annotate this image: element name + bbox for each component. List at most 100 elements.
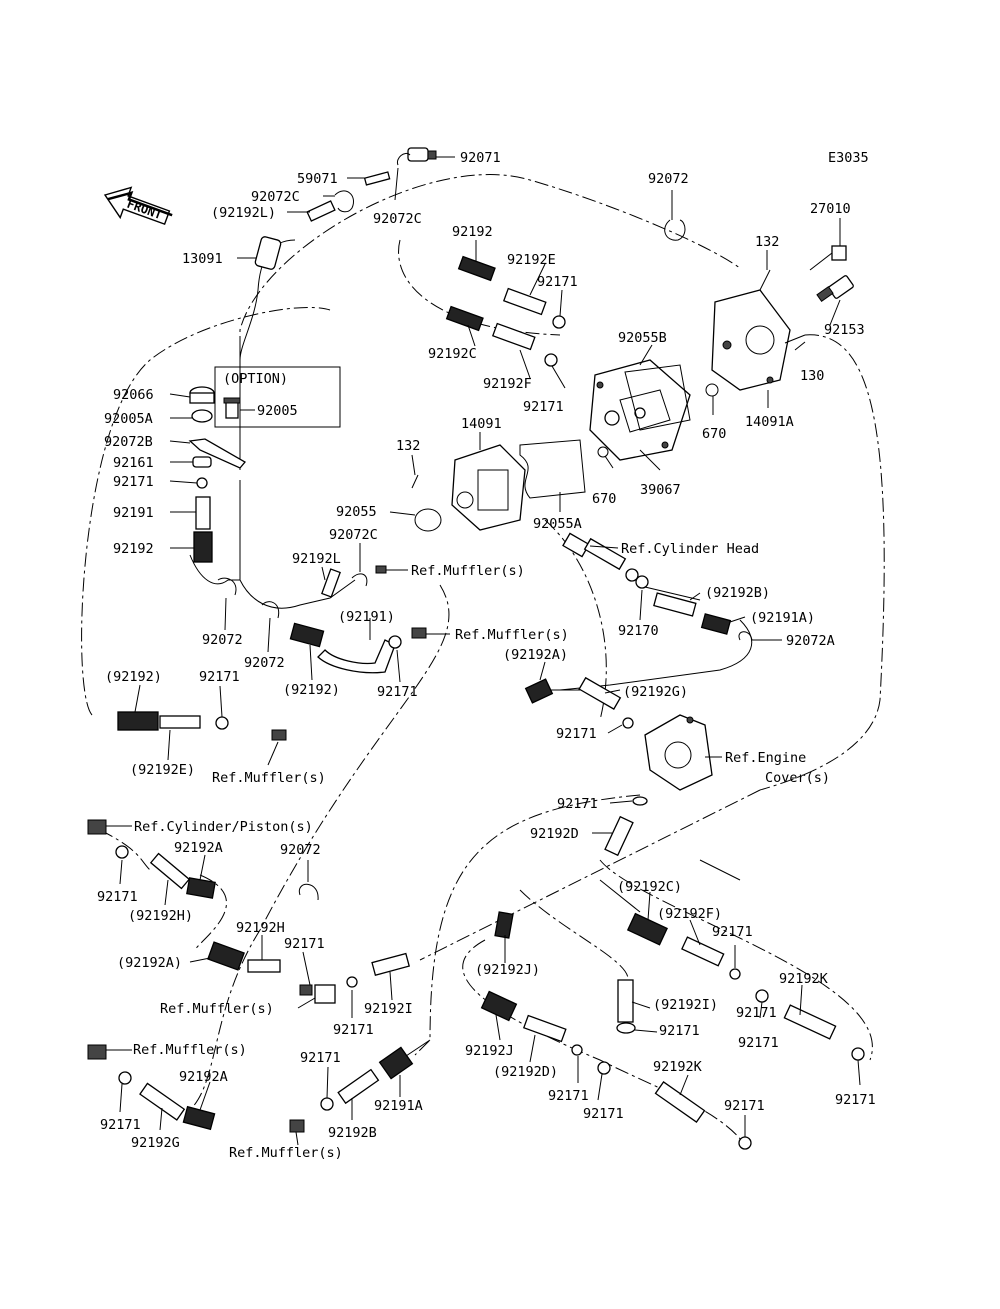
label-92171-p: 92171 [548,1088,589,1104]
label-92192-b: 92192 [113,541,154,557]
plug-92005-icon [223,397,241,419]
clip-92072A-icon [738,631,753,641]
spring-92192A-c-icon [207,941,245,971]
clamp-92171-j-icon [346,976,358,988]
label-92171-l: 92171 [659,1023,700,1039]
clamp-92171-c-icon [196,477,208,489]
label-92192H-b: 92192H [236,920,285,936]
label-92072C: 92072C [251,189,300,205]
pin-59071-icon [363,171,391,186]
label-92192B-b: 92192B [328,1125,377,1141]
clamp-92171-m-icon [755,989,769,1003]
label-ref-muffler-d: Ref.Muffler(s) [160,1001,274,1017]
fitting-muffler-b-icon [411,627,427,639]
hose-92192E-b-icon [159,715,201,729]
hose-92192E-icon [502,287,547,316]
hose-92192I-b-icon [617,979,634,1023]
clamp-92171-k-icon [729,968,741,980]
clamp-92171-f-icon [622,717,634,729]
label-ref-muffler-a: Ref.Muffler(s) [411,563,525,579]
option-label: (OPTION) [223,371,288,387]
hose-lines [189,239,753,1061]
label-92192D-b: (92192D) [493,1064,558,1080]
label-92072-c: 92072 [280,842,321,858]
label-92191A-b: 92191A [374,1098,423,1114]
hose-92192I-icon [371,952,410,976]
label-92055B: 92055B [618,330,667,346]
clamp-92171-n-icon [118,1071,132,1085]
clamp-92171-s-icon [738,1136,752,1150]
label-92171-o: 92171 [300,1050,341,1066]
clip-92072B-icon [188,438,246,469]
label-92192K: 92192K [779,971,829,987]
label-27010: 27010 [810,201,851,217]
spring-92192-lower-icon [117,711,159,731]
cover-14091A-icon [711,289,791,391]
label-92192F: 92192F [483,376,532,392]
fitting-muffler-e-icon [87,1044,107,1060]
spring-92192-left-icon [193,531,213,563]
label-92055A: 92055A [533,516,582,532]
fitting-muffler-a-icon [375,565,387,574]
label-92192I-b: (92192I) [653,997,718,1013]
hose-92192L-icon [306,200,336,222]
fitting-muffler-f-icon [289,1119,305,1133]
hose-92192G-b-icon [139,1082,186,1121]
label-92192A-a: (92192A) [503,647,568,663]
hose-92192D-b-icon [522,1014,567,1043]
clamp-92171-e-icon [215,716,229,730]
hose-92192K-b-icon [654,1081,706,1123]
label-92161: 92161 [113,455,154,471]
label-92171-i: 92171 [284,936,325,952]
label-13091: 13091 [182,251,223,267]
label-92192C-b: (92192C) [617,879,682,895]
label-92192-d: (92192) [105,669,162,685]
label-92192L: (92192L) [211,205,276,221]
clip-92072-top-icon [664,219,686,241]
spring-92191A-b-icon [378,1046,414,1080]
spring-92192A-b-icon [186,877,216,899]
label-92171-j: 92171 [333,1022,374,1038]
label-92192B: (92192B) [705,585,770,601]
clamp-92171-b-icon [544,353,558,367]
spring-92192A-d-icon [182,1105,216,1131]
tee-fitting-icon [299,984,313,996]
engine-cover-icon [644,714,713,791]
label-92170: 92170 [618,623,659,639]
label-92192D: 92192D [530,826,579,842]
washer-92005A-icon [191,409,213,423]
hose-92191-icon [195,496,211,530]
label-92192K-b: 92192K [653,1059,703,1075]
oring-92055-icon [414,508,442,532]
label-670-a: 670 [702,426,726,442]
clip-92072C-c-icon [351,573,368,587]
gasket-92055B-icon [624,364,691,431]
label-92072-top: 92072 [648,171,689,187]
front-label: FRONT [125,197,164,223]
block-13091-icon [254,236,282,270]
clamp-92171-o-icon [320,1097,334,1111]
spring-92192C-b-icon [626,912,668,946]
clamp-92171-h-icon [115,845,129,859]
label-92192J-b: 92192J [465,1043,514,1059]
hose-92192G-icon [578,676,622,710]
switch-27010-icon [809,245,847,271]
label-92192H: (92192H) [128,908,193,924]
label-92171-d: 92171 [377,684,418,700]
hose-92192F-icon [491,322,536,351]
clamp-92171-l-icon [616,1022,636,1034]
label-92171-b: 92171 [523,399,564,415]
spring-92192-icon [457,255,496,282]
label-130: 130 [800,368,824,384]
label-92066: 92066 [113,387,154,403]
label-92192E: 92192E [507,252,556,268]
fitting-cyl-piston-icon [87,819,107,835]
bolt-132-b-icon [411,474,419,489]
label-92171-g: 92171 [557,796,598,812]
label-14091: 14091 [461,416,502,432]
bolt-132-a-icon [759,269,771,291]
label-92171-e: 92171 [199,669,240,685]
label-92192A-b: 92192A [174,840,223,856]
part-shapes [87,147,865,1150]
